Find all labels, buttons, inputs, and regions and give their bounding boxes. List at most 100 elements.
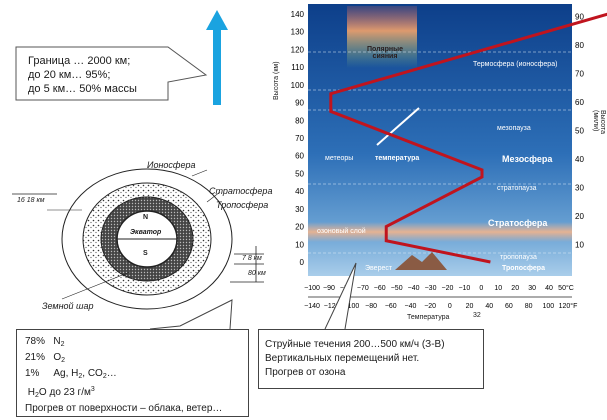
composition-water: H2O до 23 г/м3: [27, 386, 95, 399]
bottom-tick-celsius: −10: [458, 285, 470, 292]
bottom-tick-fahrenheit: 120°F: [559, 302, 578, 310]
bottom-tick-celsius: −100: [304, 285, 320, 292]
bottom-tick-celsius: 10: [494, 285, 502, 292]
label-ionosphere: Ионосфера: [147, 160, 196, 170]
bottom-tick-celsius: −40: [408, 285, 420, 292]
composition-o2: 21% O2: [25, 352, 66, 364]
bottom-tick-fahrenheit: −140: [304, 303, 320, 310]
callout-composition: 78% N2 21% O2 1% Ag, H2, CO2… H2O до 23 …: [16, 329, 249, 417]
bottom-tick-fahrenheit: −80: [365, 303, 377, 310]
bottom-tick-celsius: 20: [511, 285, 519, 292]
callout-jet-streams: Струйные течения 200…500 км/ч (З-В) Верт…: [258, 329, 484, 389]
ozone-band: [308, 222, 572, 242]
label-stratosphere: Стратосфера: [209, 186, 273, 196]
bottom-tick-celsius: −30: [425, 285, 437, 292]
label-south: S: [143, 250, 148, 257]
bottom-tick-fahrenheit: −40: [405, 303, 417, 310]
earth-layers-drawing: [12, 168, 264, 310]
right-tick-label: 90: [575, 12, 584, 21]
label-dim-80: 80 км: [248, 270, 266, 277]
right-tick-label: 20: [575, 212, 584, 221]
bottom-tick-fahrenheit: 80: [525, 303, 533, 310]
left-tick-label: 120: [291, 45, 305, 54]
temperature-curve: [329, 12, 607, 264]
label-thermosphere: Термосфера (ионосфера): [473, 61, 558, 68]
bottom-tick-celsius: −90: [323, 285, 335, 292]
callout-line: до 5 км… 50% массы: [28, 83, 137, 95]
callout-line: Граница … 2000 км;: [28, 55, 131, 67]
right-tick-label: 50: [575, 126, 584, 135]
left-tick-label: 20: [295, 223, 304, 232]
label-meteors: метеоры: [325, 155, 354, 162]
right-axis-label: Высота (мили): [592, 110, 606, 135]
bottom-tick-fahrenheit: −100: [343, 303, 359, 310]
meteor-trail: [376, 107, 420, 146]
label-equator: Экватор: [130, 229, 162, 236]
bottom-tick-fahrenheit: −60: [385, 303, 397, 310]
bottom-tick-celsius: −80: [340, 285, 352, 292]
bottom-tick-celsius: 0: [479, 285, 483, 292]
bottom-tick-celsius: −50: [391, 285, 403, 292]
left-tick-label: 80: [295, 116, 304, 125]
label-troposphere-chart: Тропосфера: [502, 265, 545, 272]
left-axis-label: Высота (км): [273, 61, 280, 100]
left-tick-label: 10: [295, 240, 304, 249]
bottom-tick-fahrenheit: 60: [505, 303, 513, 310]
label-mesopause: мезопауза: [497, 125, 531, 132]
label-temperature: температура: [375, 155, 420, 162]
x-axis-extra-label: 32: [473, 312, 481, 319]
bottom-tick-fahrenheit: 0: [448, 303, 452, 310]
left-tick-label: 0: [300, 258, 305, 267]
right-tick-label: 70: [575, 69, 584, 78]
right-tick-label: 80: [575, 41, 584, 50]
right-tick-label: 40: [575, 155, 584, 164]
right-tick-label: 10: [575, 240, 584, 249]
jet-line2: Вертикальных перемещений нет.: [265, 353, 420, 364]
bottom-tick-celsius: 30: [528, 285, 536, 292]
label-north: N: [143, 214, 149, 221]
bottom-tick-celsius: −60: [374, 285, 386, 292]
right-tick-label: 30: [575, 183, 584, 192]
bottom-tick-celsius: −20: [442, 285, 454, 292]
label-stratosphere-chart: Стратосфера: [488, 218, 548, 228]
bottom-tick-fahrenheit: 40: [485, 303, 493, 310]
label-troposphere: Тропосфера: [216, 200, 269, 210]
x-axis-label: Температура: [407, 314, 450, 321]
bottom-tick-fahrenheit: 100: [542, 303, 554, 310]
bottom-tick-celsius: 50°C: [558, 284, 574, 292]
label-everest: Эверест: [365, 265, 393, 272]
composition-n2: 78% N2: [25, 336, 65, 348]
label-ozone: озоновый слой: [317, 228, 366, 235]
composition-heating: Прогрев от поверхности – облака, ветер…: [25, 403, 223, 414]
label-tropopause: тропопауза: [500, 254, 537, 261]
mountain-everest: [395, 252, 447, 270]
label-left-scale: 16 18 км: [17, 197, 45, 204]
label-earth: Земной шар: [42, 301, 94, 311]
label-aurora: Полярные сияния: [366, 46, 404, 60]
composition-other: 1% Ag, H2, CO2…: [25, 368, 117, 380]
label-mesosphere: Мезосфера: [502, 154, 553, 164]
aurora-glow: [347, 6, 417, 68]
left-tick-label: 70: [295, 134, 304, 143]
jet-line1: Струйные течения 200…500 км/ч (З-В): [265, 339, 445, 350]
left-tick-label: 140: [291, 10, 305, 19]
bottom-tick-fahrenheit: −20: [424, 303, 436, 310]
left-tick-label: 110: [291, 63, 304, 72]
bottom-tick-celsius: −70: [357, 285, 369, 292]
bottom-tick-celsius: 40: [545, 285, 553, 292]
left-tick-label: 40: [295, 187, 304, 196]
up-arrow-icon: [206, 10, 228, 105]
left-tick-label: 60: [295, 152, 304, 161]
bottom-tick-fahrenheit: 20: [466, 303, 474, 310]
bottom-tick-fahrenheit: −120: [324, 303, 340, 310]
right-tick-label: 60: [575, 98, 584, 107]
left-tick-label: 130: [291, 28, 305, 37]
label-stratopause: стратопауза: [497, 185, 537, 192]
left-tick-label: 90: [295, 99, 304, 108]
earth-layers-diagram: Ионосфера Стратосфера Тропосфера 16 18 к…: [2, 154, 272, 314]
left-tick-label: 100: [291, 81, 305, 90]
callout-line: до 20 км… 95%;: [28, 69, 111, 81]
